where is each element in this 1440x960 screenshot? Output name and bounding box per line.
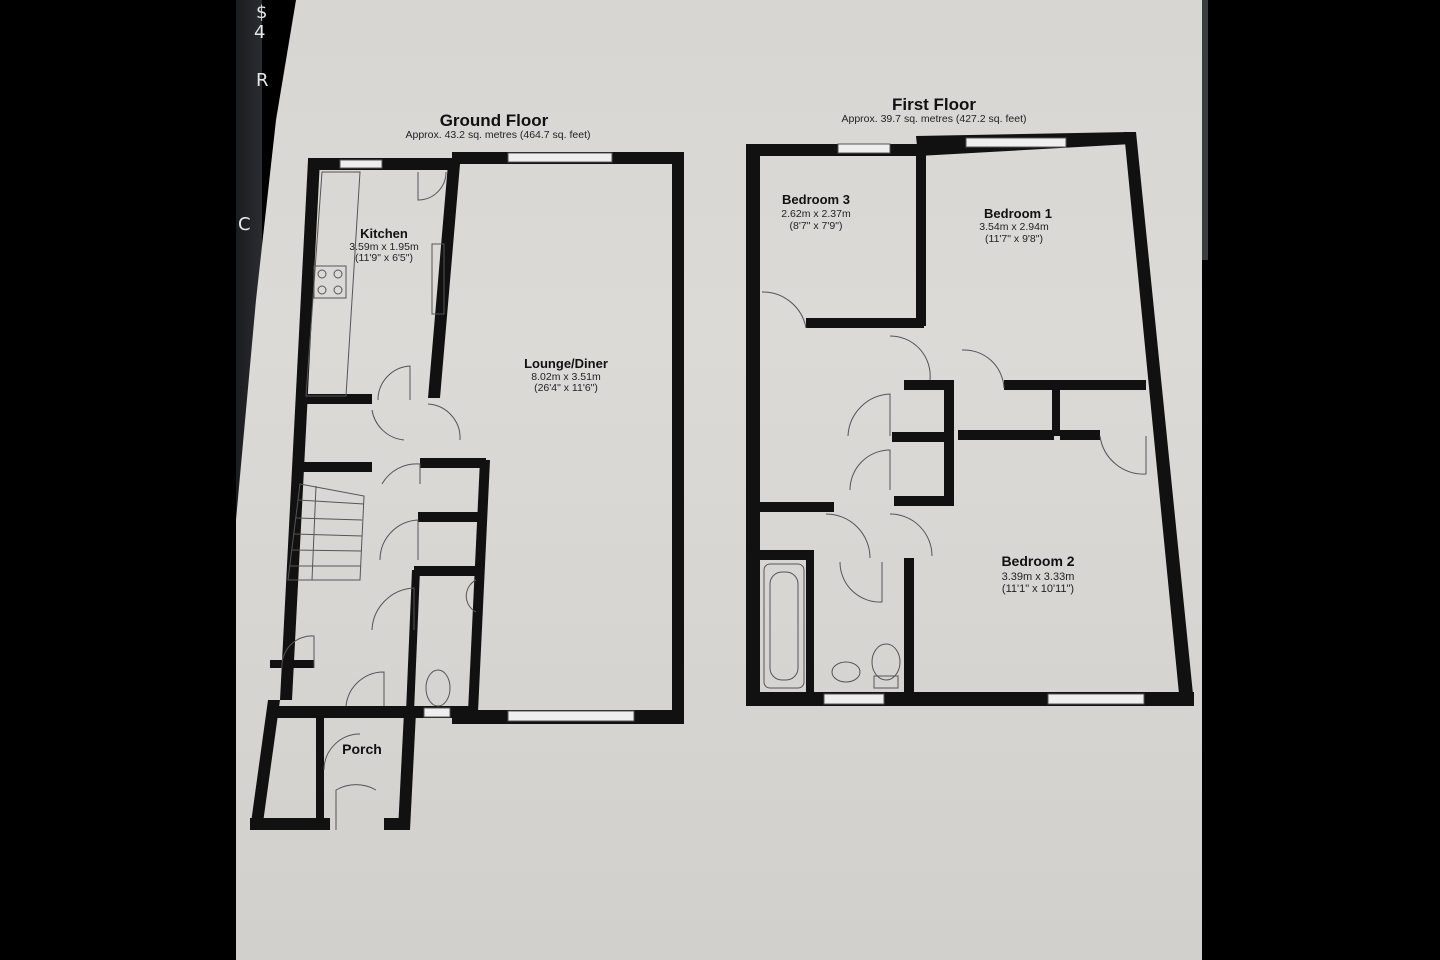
bedroom3-metric: 2.62m x 2.37m (781, 208, 851, 220)
bedroom2-metric: 3.39m x 3.33m (1002, 571, 1075, 583)
key-dollar: $ (256, 2, 268, 23)
first-floor-plan: First Floor Approx. 39.7 sq. metres (427… (746, 95, 1194, 706)
ground-floor-title: Ground Floor (440, 111, 549, 130)
kitchen-label: Kitchen (360, 226, 408, 241)
ground-floor-area: Approx. 43.2 sq. metres (464.7 sq. feet) (405, 129, 590, 141)
bedroom1-label: Bedroom 1 (984, 206, 1052, 221)
key-4: 4 (254, 22, 266, 43)
first-floor-area: Approx. 39.7 sq. metres (427.2 sq. feet) (841, 113, 1026, 125)
lounge-label: Lounge/Diner (524, 356, 608, 371)
first-floor-title: First Floor (892, 95, 976, 114)
bedroom3-imperial: (8'7" x 7'9") (790, 220, 843, 232)
bedroom1-imperial: (11'7" x 9'8") (985, 233, 1043, 245)
ground-floor-plan: Ground Floor Approx. 43.2 sq. metres (46… (250, 111, 684, 830)
lounge-imperial: (26'4" x 11'6") (534, 382, 598, 394)
bedroom3-label: Bedroom 3 (782, 192, 850, 207)
bedroom1-metric: 3.54m x 2.94m (979, 221, 1049, 233)
bedroom2-imperial: (11'1" x 10'11") (1002, 583, 1074, 595)
key-c: C (238, 214, 251, 235)
porch-label: Porch (342, 741, 382, 757)
key-r: R (256, 70, 269, 91)
kitchen-metric: 3.59m x 1.95m (349, 241, 419, 253)
lounge-metric: 8.02m x 3.51m (531, 371, 601, 383)
kitchen-imperial: (11'9" x 6'5") (355, 252, 413, 264)
bedroom2-label: Bedroom 2 (1001, 553, 1074, 569)
